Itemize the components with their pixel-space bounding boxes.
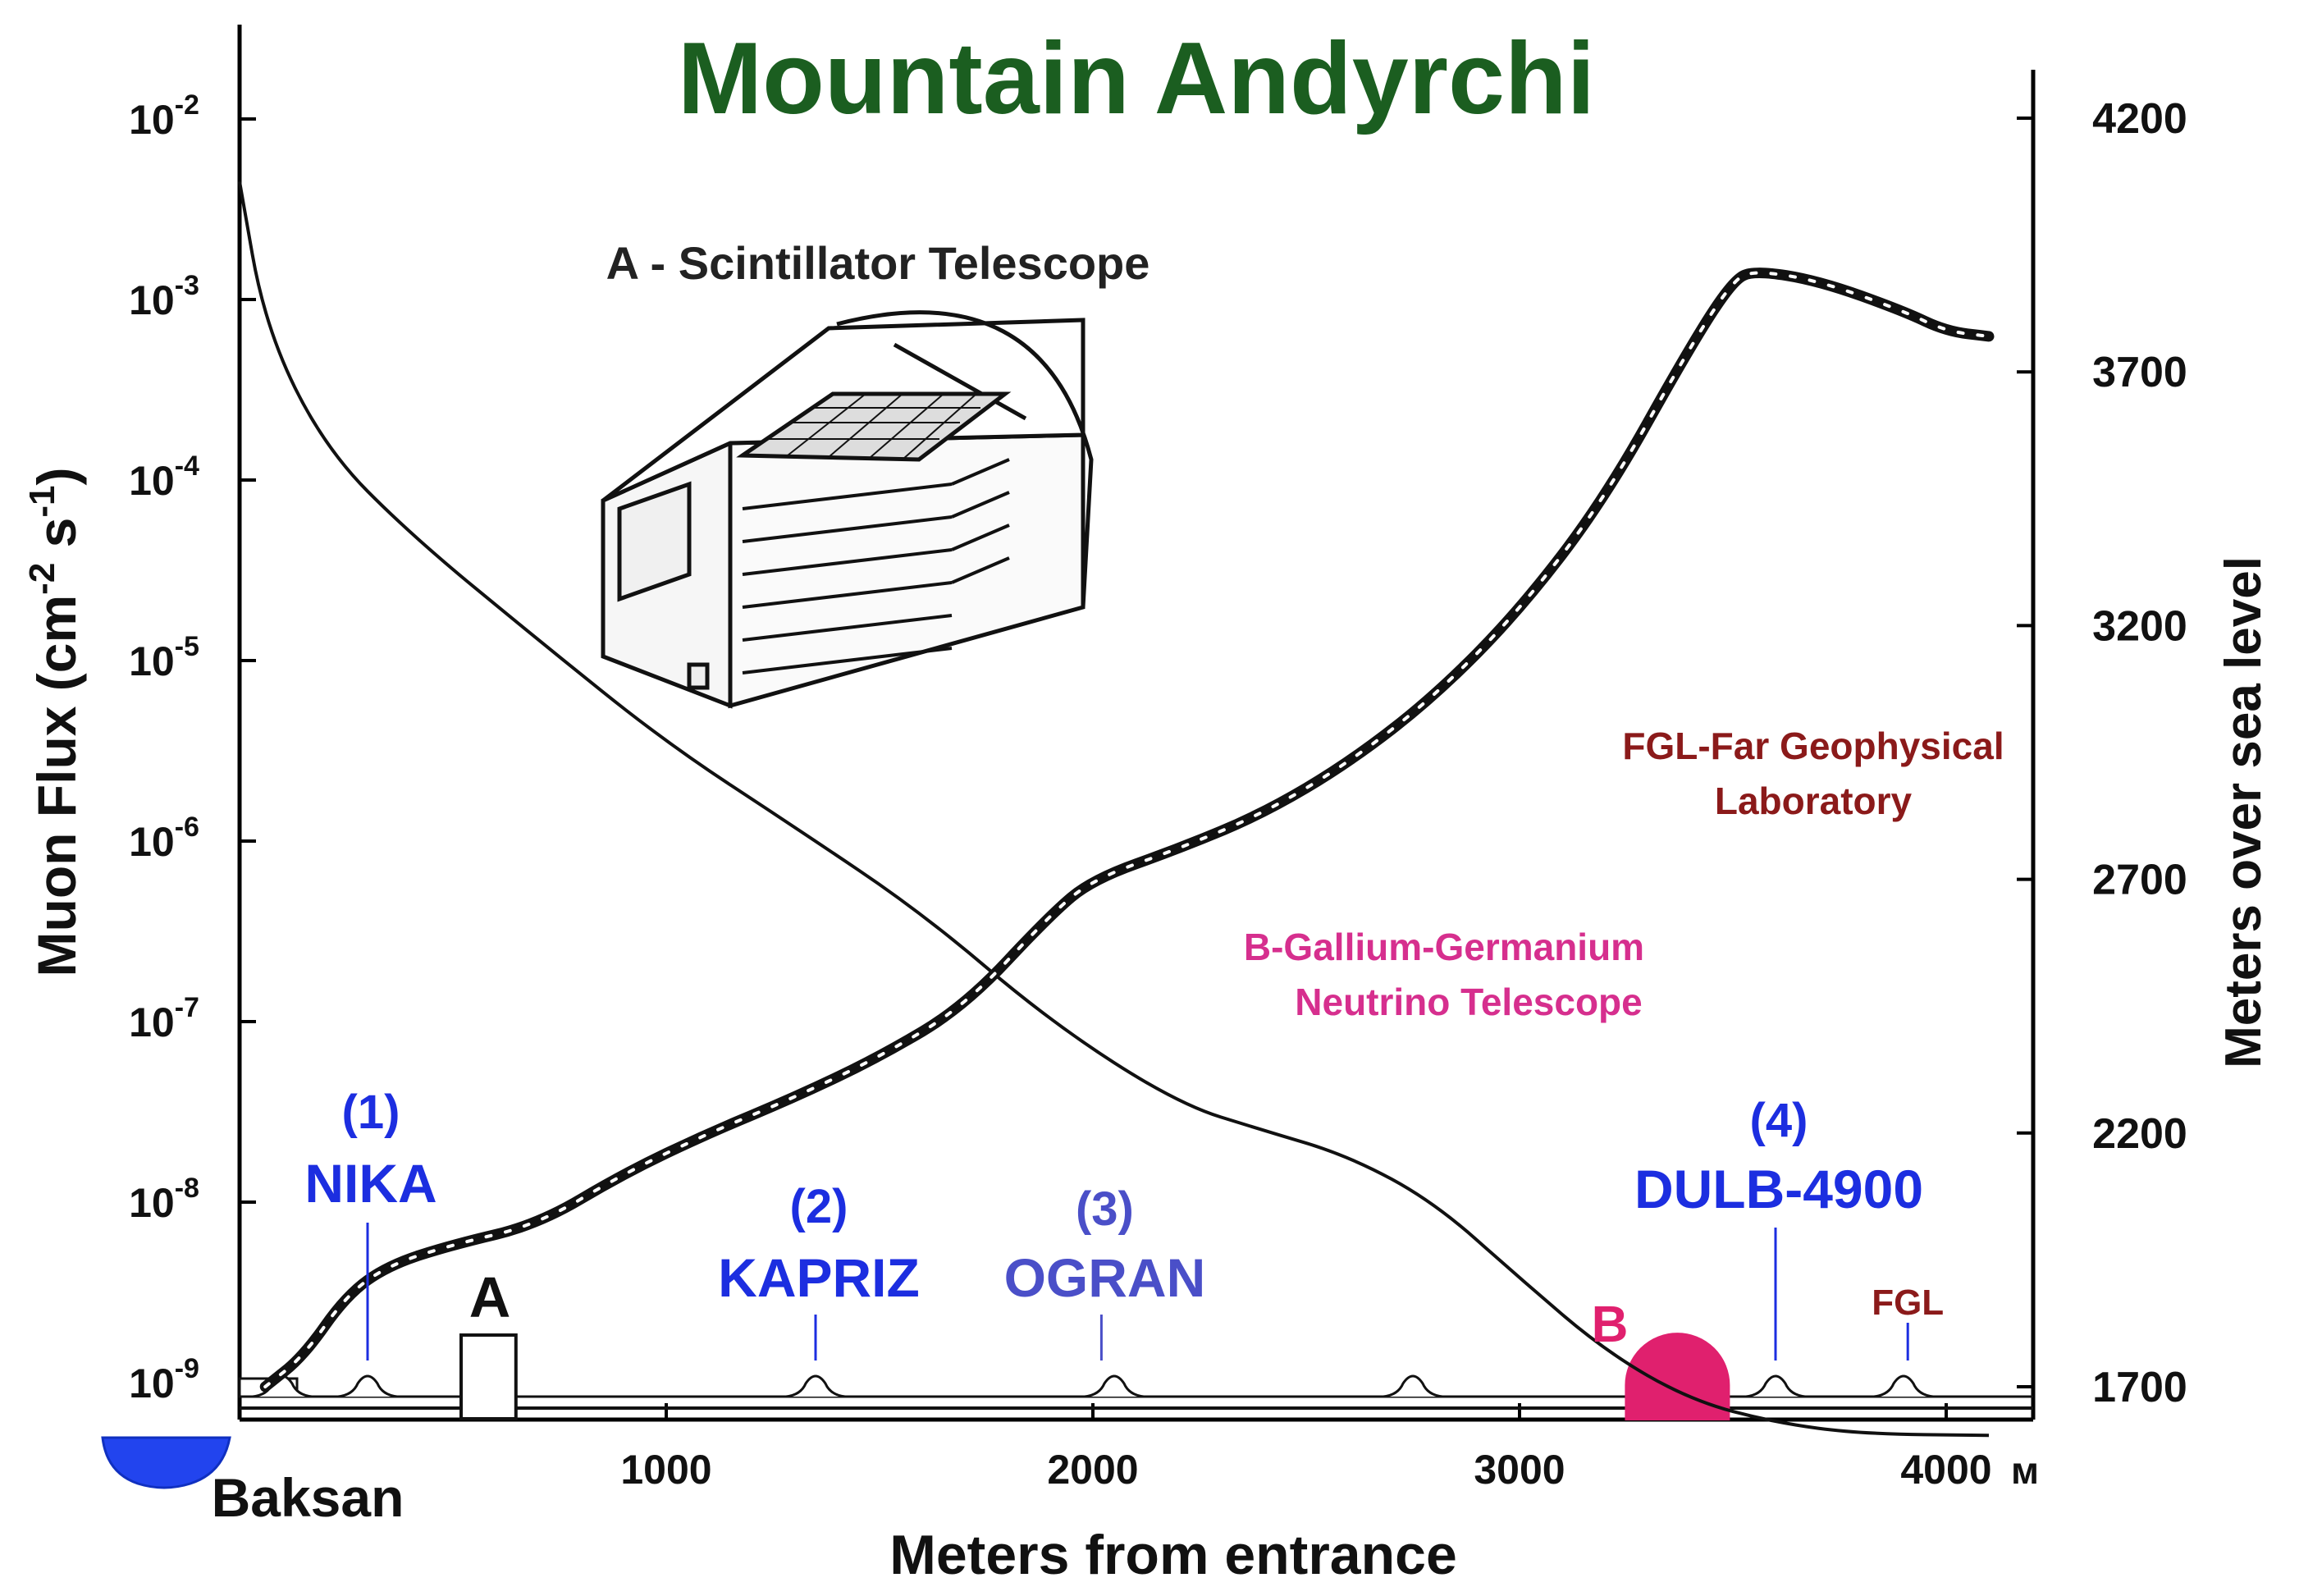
left-tick-label: 10-8: [129, 1173, 199, 1226]
kapriz-number: (2): [790, 1180, 848, 1233]
fgl-full-line2: Laboratory: [1715, 780, 1913, 822]
left-tick-label: 10-4: [129, 450, 199, 504]
left-tick-label: 10-2: [129, 89, 199, 143]
tunnel-chamber: [1873, 1374, 1934, 1398]
chamber-a: [459, 1333, 518, 1420]
tunnel-chamber: [785, 1374, 846, 1398]
inset-label: A - Scintillator Telescope: [606, 237, 1150, 289]
right-axis-label: Meters over sea level: [2215, 556, 2272, 1068]
gallium-line1: B-Gallium-Germanium: [1244, 926, 1644, 968]
tunnel-chamber: [337, 1374, 398, 1398]
scintillator-telescope-drawing: [601, 310, 1094, 709]
kapriz-name: KAPRIZ: [718, 1247, 920, 1308]
nika-number: (1): [342, 1086, 400, 1139]
tunnel-chamber: [1745, 1374, 1806, 1398]
fgl-short-label: FGL: [1872, 1283, 1944, 1323]
left-axis-label-mid: s: [26, 518, 87, 563]
left-tick-label: 10-9: [129, 1353, 199, 1406]
right-tick-label: 2700: [2092, 857, 2187, 904]
left-tick-label: 10-5: [129, 631, 199, 684]
left-axis-label-end: ): [26, 468, 87, 486]
x-axis-ticks: 1000 2000 3000 4000: [620, 1403, 1992, 1493]
right-tick-label: 1700: [2092, 1364, 2187, 1411]
altitude-profile-texture: [263, 271, 1990, 1388]
marker-b-label: B: [1592, 1296, 1629, 1353]
left-tick-label: 10-3: [129, 270, 199, 323]
right-tick-label: 4200: [2092, 95, 2187, 143]
chart-title: Mountain Andyrchi: [678, 22, 1595, 135]
x-tick-label: 4000: [1900, 1447, 1991, 1493]
series-layer: [238, 181, 1995, 1438]
tunnel-chamber: [1383, 1374, 1443, 1398]
dulb-number: (4): [1750, 1094, 1808, 1147]
left-tick-label: 10-6: [129, 812, 199, 865]
left-axis-label-main: Muon Flux (cm: [26, 595, 87, 977]
baksan-river: [101, 1436, 231, 1489]
x-tick-label: 1000: [620, 1447, 711, 1493]
left-axis-ticks: 10-2 10-3 10-4 10-5 10-6 10-7 10-8 10-9: [129, 89, 256, 1406]
nika-name: NIKA: [304, 1153, 436, 1214]
right-axis-ticks: 4200 3700 3200 2700 2200 1700: [2017, 95, 2187, 1411]
right-tick-label: 3700: [2092, 349, 2187, 396]
left-tick-label: 10-7: [129, 992, 199, 1045]
dulb-name: DULB-4900: [1634, 1159, 1923, 1219]
fgl-full-line1: FGL-Far Geophysical: [1622, 725, 2004, 767]
tunnel-chamber: [1084, 1374, 1145, 1398]
left-axis-label-exp1: -2: [22, 563, 62, 595]
right-tick-label: 3200: [2092, 602, 2187, 650]
x-tick-label: 3000: [1474, 1447, 1565, 1493]
fgl-full-label: FGL-Far Geophysical Laboratory: [1622, 725, 2004, 822]
x-tick-label: 2000: [1047, 1447, 1138, 1493]
ogran-name: OGRAN: [1004, 1247, 1206, 1308]
axes-frame: [237, 25, 2036, 1422]
tunnel: [238, 1333, 2033, 1420]
marker-a-label: A: [469, 1265, 511, 1329]
ogran-number: (3): [1076, 1182, 1134, 1236]
gallium-line2: Neutrino Telescope: [1295, 981, 1642, 1023]
right-tick-label: 2200: [2092, 1110, 2187, 1158]
x-axis-label: Meters from entrance: [889, 1524, 1457, 1586]
left-axis-label: Muon Flux (cm-2 s-1): [22, 468, 87, 977]
gallium-label: B-Gallium-Germanium Neutrino Telescope: [1244, 926, 1644, 1023]
x-axis-unit: м: [2011, 1449, 2039, 1492]
baksan-label: Baksan: [212, 1467, 404, 1528]
muon-flux-line: [238, 181, 1990, 1438]
left-axis-label-exp2: -1: [22, 486, 62, 518]
